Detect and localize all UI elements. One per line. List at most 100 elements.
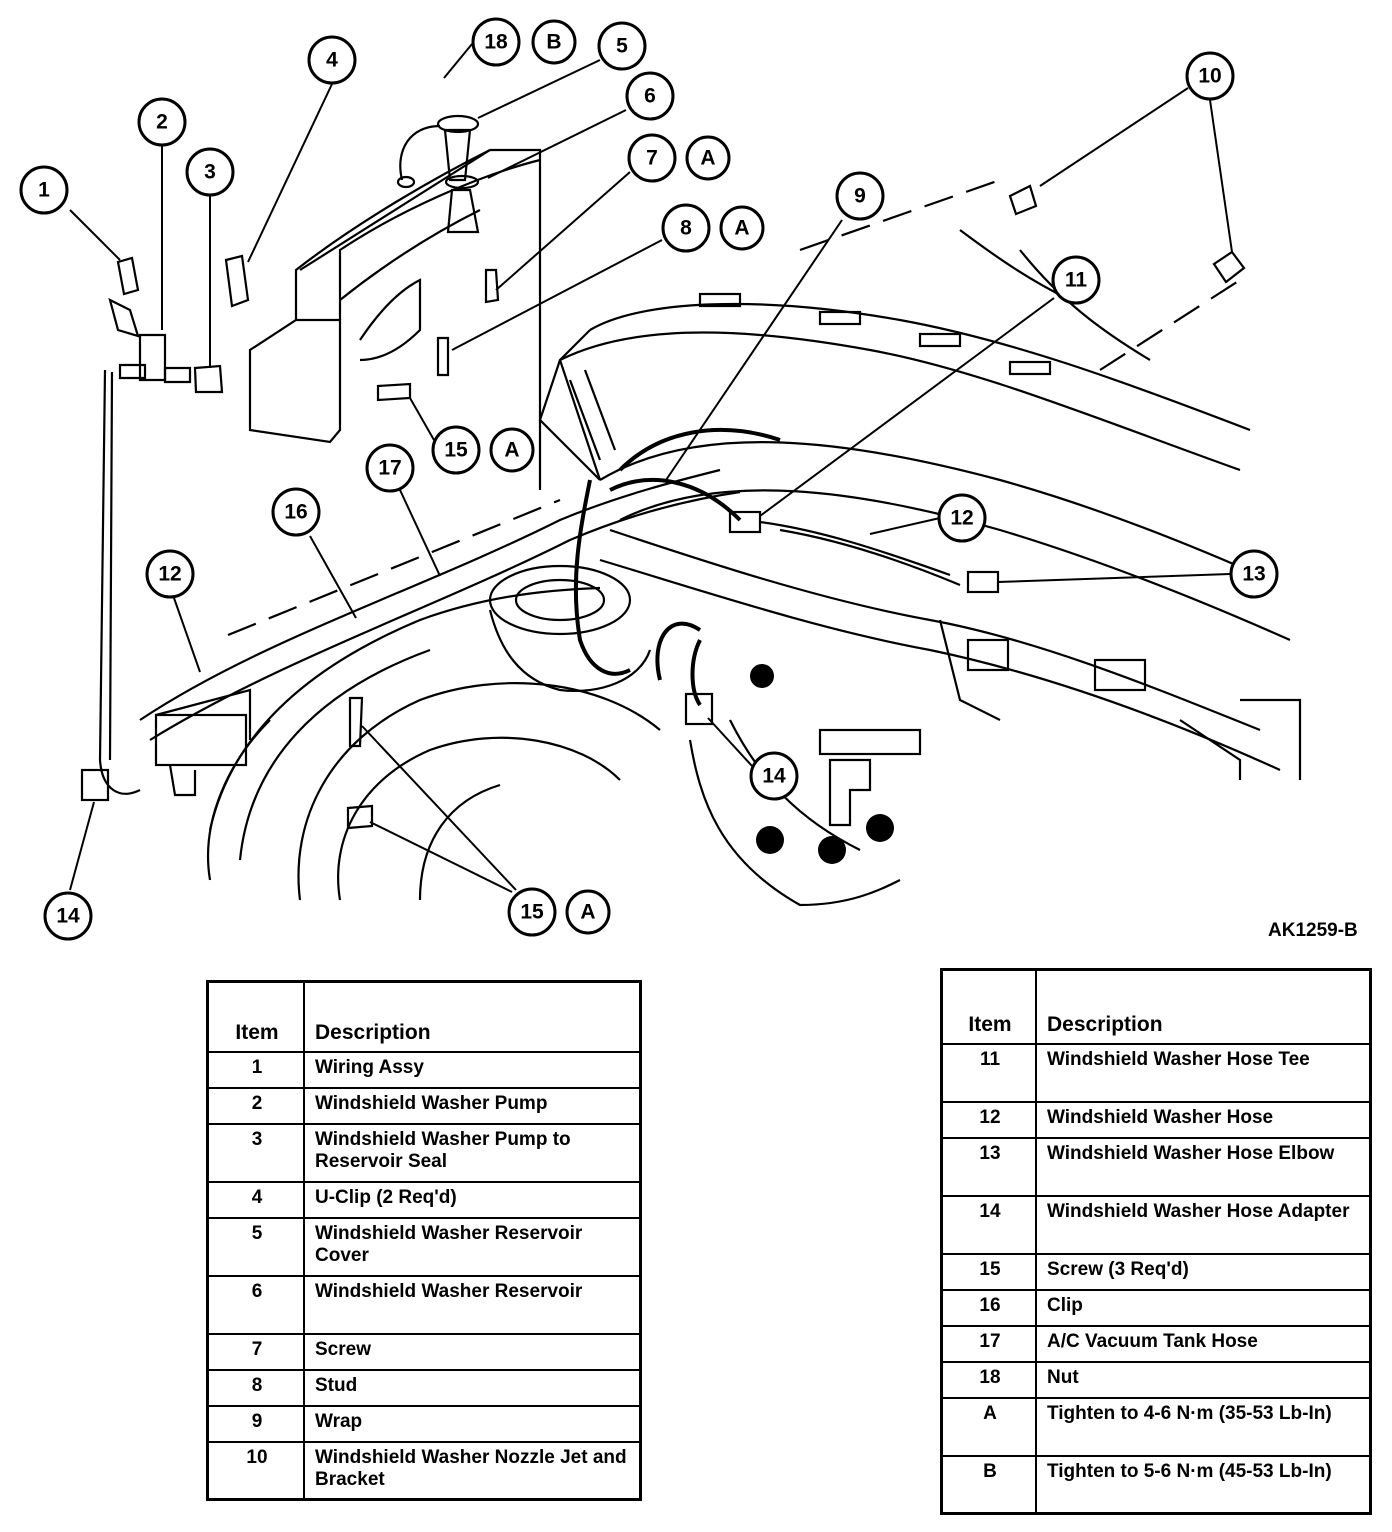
callout-13: 13 [1229, 549, 1279, 599]
item-description: Nut [1035, 1360, 1372, 1399]
item-description: Windshield Washer Hose [1035, 1100, 1372, 1139]
callout-label: 11 [1065, 269, 1088, 292]
item-number: B [940, 1454, 1037, 1515]
callout-15-bottom: 15 [507, 887, 557, 937]
item-description: U-Clip (2 Req'd) [303, 1180, 642, 1219]
item-description: Wrap [303, 1404, 642, 1443]
item-number: 11 [940, 1042, 1037, 1103]
item-number: 3 [206, 1122, 305, 1183]
callout-7: 7 [627, 133, 677, 183]
callout-B-top: B [531, 19, 577, 65]
item-number: 17 [940, 1324, 1037, 1363]
item-description: Screw (3 Req'd) [1035, 1252, 1372, 1291]
header-item: Item [940, 968, 1037, 1045]
callout-17: 17 [365, 443, 415, 493]
item-description: Windshield Washer Hose Adapter [1035, 1194, 1372, 1255]
callout-14-left: 14 [43, 891, 93, 941]
item-description: Windshield Washer Hose Elbow [1035, 1136, 1372, 1197]
item-description: A/C Vacuum Tank Hose [1035, 1324, 1372, 1363]
callout-label: 14 [762, 765, 786, 788]
item-description: Windshield Washer Reservoir Cover [303, 1216, 642, 1277]
callout-label: 2 [156, 111, 168, 134]
callout-label: 14 [56, 905, 80, 928]
callout-label: 6 [644, 85, 656, 108]
item-number: 14 [940, 1194, 1037, 1255]
item-number: 7 [206, 1332, 305, 1371]
item-number: 4 [206, 1180, 305, 1219]
callout-15-top: 15 [431, 425, 481, 475]
item-number: 16 [940, 1288, 1037, 1327]
callout-18-top: 18 [471, 17, 521, 67]
callout-label: A [580, 901, 595, 924]
callout-5: 5 [597, 21, 647, 71]
item-description: Windshield Washer Reservoir [303, 1274, 642, 1335]
callout-label: 4 [326, 49, 338, 72]
callout-label: A [700, 147, 715, 170]
callout-9: 9 [835, 171, 885, 221]
item-number: 12 [940, 1100, 1037, 1139]
callout-16: 16 [271, 487, 321, 537]
item-number: 8 [206, 1368, 305, 1407]
figure-id: AK1259-B [1268, 920, 1358, 941]
callout-10: 10 [1185, 51, 1235, 101]
callout-label: 12 [158, 563, 181, 586]
item-number: 10 [206, 1440, 305, 1501]
callout-A-7: A [685, 135, 731, 181]
callout-12-right: 12 [937, 493, 987, 543]
leader-lines [69, 43, 1233, 893]
item-description: Tighten to 4-6 N·m (35-53 Lb-In) [1035, 1396, 1372, 1457]
callout-3: 3 [185, 147, 235, 197]
item-description: Windshield Washer Nozzle Jet and Bracket [303, 1440, 642, 1501]
callout-label: 7 [646, 147, 658, 170]
item-number: 9 [206, 1404, 305, 1443]
item-number: 5 [206, 1216, 305, 1277]
header-item: Item [206, 980, 305, 1053]
item-description: Stud [303, 1368, 642, 1407]
callout-A-15-top: A [489, 427, 535, 473]
callout-label: A [504, 439, 519, 462]
callout-4: 4 [307, 35, 357, 85]
header-description: Description [303, 980, 642, 1053]
callout-label: 12 [950, 507, 973, 530]
callout-label: 18 [484, 31, 508, 54]
item-number: 6 [206, 1274, 305, 1335]
item-description: Windshield Washer Pump [303, 1086, 642, 1125]
callout-8: 8 [661, 203, 711, 253]
callout-label: 5 [616, 35, 628, 58]
callout-label: 3 [204, 161, 216, 184]
vehicle-line-art [80, 114, 1302, 907]
callout-label: 15 [444, 439, 468, 462]
item-description: Windshield Washer Pump to Reservoir Seal [303, 1122, 642, 1183]
callout-label: 8 [680, 217, 692, 240]
callout-label: A [734, 217, 749, 240]
callout-label: 15 [520, 901, 544, 924]
callout-label: 13 [1242, 563, 1265, 586]
callout-1: 1 [19, 165, 69, 215]
callout-A-8: A [719, 205, 765, 251]
item-number: 1 [206, 1050, 305, 1089]
item-description: Windshield Washer Hose Tee [1035, 1042, 1372, 1103]
callout-label: 17 [378, 457, 401, 480]
item-description: Tighten to 5-6 N·m (45-53 Lb-In) [1035, 1454, 1372, 1515]
callout-label: 9 [854, 185, 866, 208]
item-description: Screw [303, 1332, 642, 1371]
callout-A-15-bottom: A [565, 889, 611, 935]
